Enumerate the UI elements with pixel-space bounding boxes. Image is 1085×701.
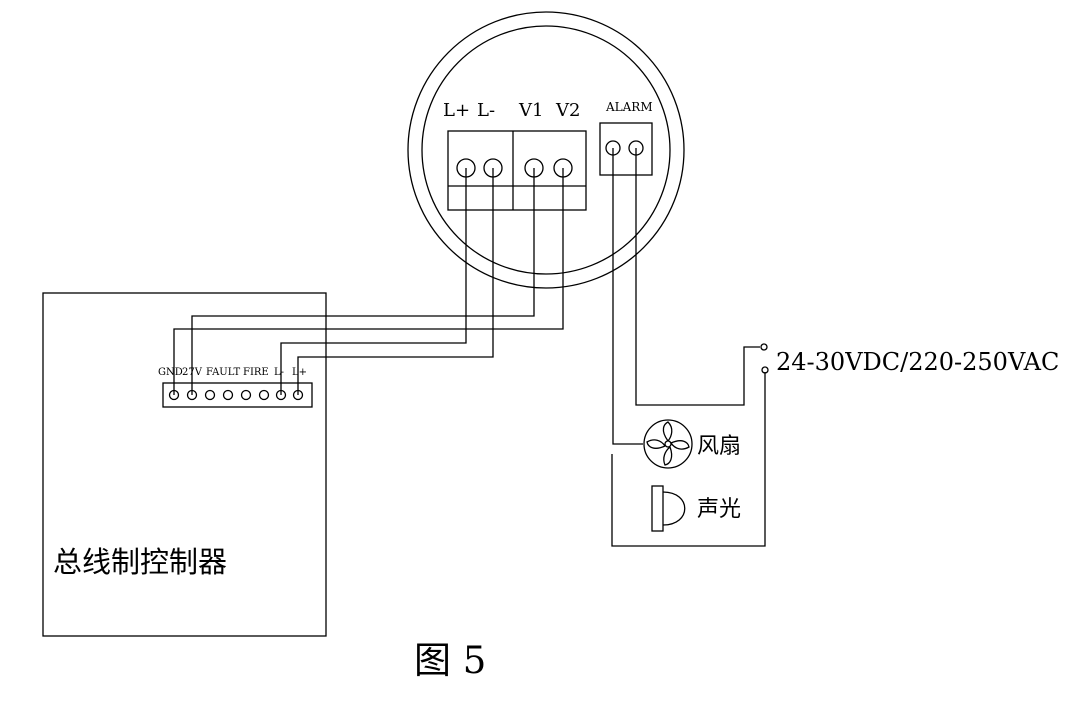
controller-terminal-5 — [240, 389, 252, 401]
detector-outer-ring — [407, 11, 685, 289]
label-gnd: GND — [158, 367, 183, 378]
power-terminal-bottom — [761, 366, 769, 374]
label-v2: V2 — [555, 100, 580, 121]
wire-l-plus — [280, 168, 467, 395]
sounder-label: 声光 — [697, 497, 741, 522]
controller-terminal-6 — [258, 389, 270, 401]
wire-return — [611, 372, 766, 547]
controller-terminal-strip — [162, 382, 313, 408]
wire-alarm-1 — [612, 148, 643, 445]
label-alarm: ALARM — [605, 100, 653, 114]
wire-v1 — [191, 168, 535, 395]
label-l-plus: L+ — [443, 100, 470, 121]
detector-inner-ring — [421, 25, 671, 275]
label-fire: FIRE — [243, 367, 269, 378]
wire-alarm-2 — [635, 148, 760, 406]
fan-label: 风扇 — [697, 434, 741, 459]
controller-terminal-4 — [222, 389, 234, 401]
label-fault: FAULT — [206, 367, 241, 378]
label-27v: 27V — [182, 367, 203, 378]
controller-box — [42, 292, 327, 637]
alarm-terminal-block — [599, 122, 653, 176]
label-ctrl-l-minus: L- — [274, 367, 284, 378]
controller-terminal-3 — [204, 389, 216, 401]
figure-caption: 图 5 — [414, 639, 486, 682]
label-v1: V1 — [518, 100, 543, 121]
controller-title: 总线制控制器 — [53, 545, 227, 579]
power-supply-label: 24-30VDC/220-250VAC — [776, 348, 1059, 376]
wire-l-minus — [297, 168, 494, 395]
label-ctrl-l-plus: L+ — [292, 367, 307, 378]
label-l-minus: L- — [477, 100, 495, 121]
wire-v2 — [173, 168, 564, 395]
power-terminal-top — [760, 343, 768, 351]
detector-terminal-block — [447, 130, 587, 211]
sounder-strobe-icon — [651, 485, 686, 532]
fan-icon — [643, 419, 693, 469]
